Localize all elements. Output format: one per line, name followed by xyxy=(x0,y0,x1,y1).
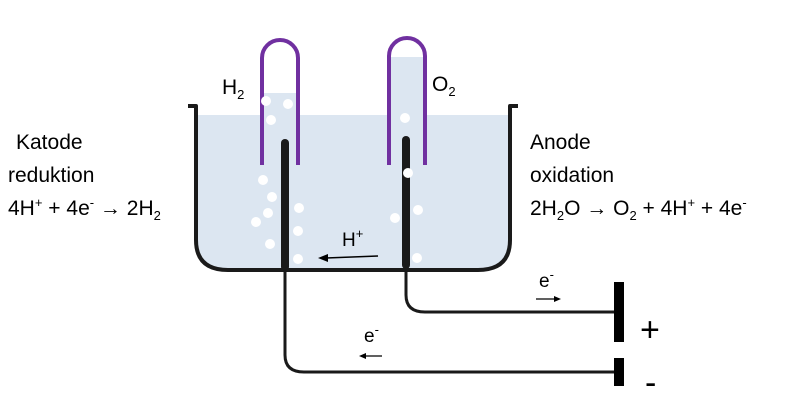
negative-terminal-sign: - xyxy=(645,364,657,402)
h2-collection-tube xyxy=(260,38,300,165)
anode-equation: 2H2O → O2 + 4H+ + 4e- xyxy=(530,195,747,223)
electron-arrowhead-top xyxy=(554,296,561,302)
electron-arrowhead-bottom xyxy=(359,353,366,359)
oxygen-bubble xyxy=(400,113,410,123)
proton-arrowhead xyxy=(318,254,328,262)
hydrogen-bubble xyxy=(265,239,275,249)
hydrogen-bubble xyxy=(293,254,303,264)
o2-collection-tube xyxy=(387,36,427,165)
hydrogen-bubble xyxy=(294,203,304,213)
hydrogen-bubble xyxy=(263,208,273,218)
o2-main: O xyxy=(432,73,449,96)
anode-subtitle: oxidation xyxy=(530,164,615,187)
oxygen-bubble xyxy=(403,168,413,178)
cathode-subtitle: reduktion xyxy=(8,164,95,187)
hydrogen-bubble xyxy=(283,99,293,109)
hydrogen-bubble xyxy=(267,192,277,202)
battery-negative-plate xyxy=(614,358,624,386)
h2-sub: 2 xyxy=(237,87,245,102)
oxygen-bubble xyxy=(390,213,400,223)
proton-label: H+ xyxy=(342,226,364,251)
oxygen-bubble xyxy=(413,205,423,215)
hydrogen-bubble xyxy=(293,226,303,236)
h2-gas-label: H2 xyxy=(222,76,245,102)
hydrogen-bubble xyxy=(261,96,271,106)
electron-label-bottom: e- xyxy=(364,322,379,347)
electrolysis-vessel xyxy=(188,104,518,272)
anode-wire xyxy=(404,265,615,314)
hydrogen-bubble xyxy=(258,175,268,185)
cathode-wire xyxy=(283,267,615,374)
proton-arrow xyxy=(325,255,379,259)
positive-terminal-sign: + xyxy=(640,311,660,349)
hydrogen-bubble xyxy=(251,217,261,227)
anode-title: Anode xyxy=(530,131,591,154)
o2-gas-label: O2 xyxy=(432,73,456,99)
cathode-title: Katode xyxy=(16,131,83,154)
oxygen-bubble xyxy=(412,253,422,263)
battery-positive-plate xyxy=(614,282,624,342)
cathode-equation: 4H+ + 4e- → 2H2 xyxy=(8,195,161,223)
hydrogen-bubble xyxy=(266,115,276,125)
o2-sub: 2 xyxy=(448,84,456,99)
electron-label-top: e- xyxy=(539,267,554,292)
h2-main: H xyxy=(222,76,238,99)
